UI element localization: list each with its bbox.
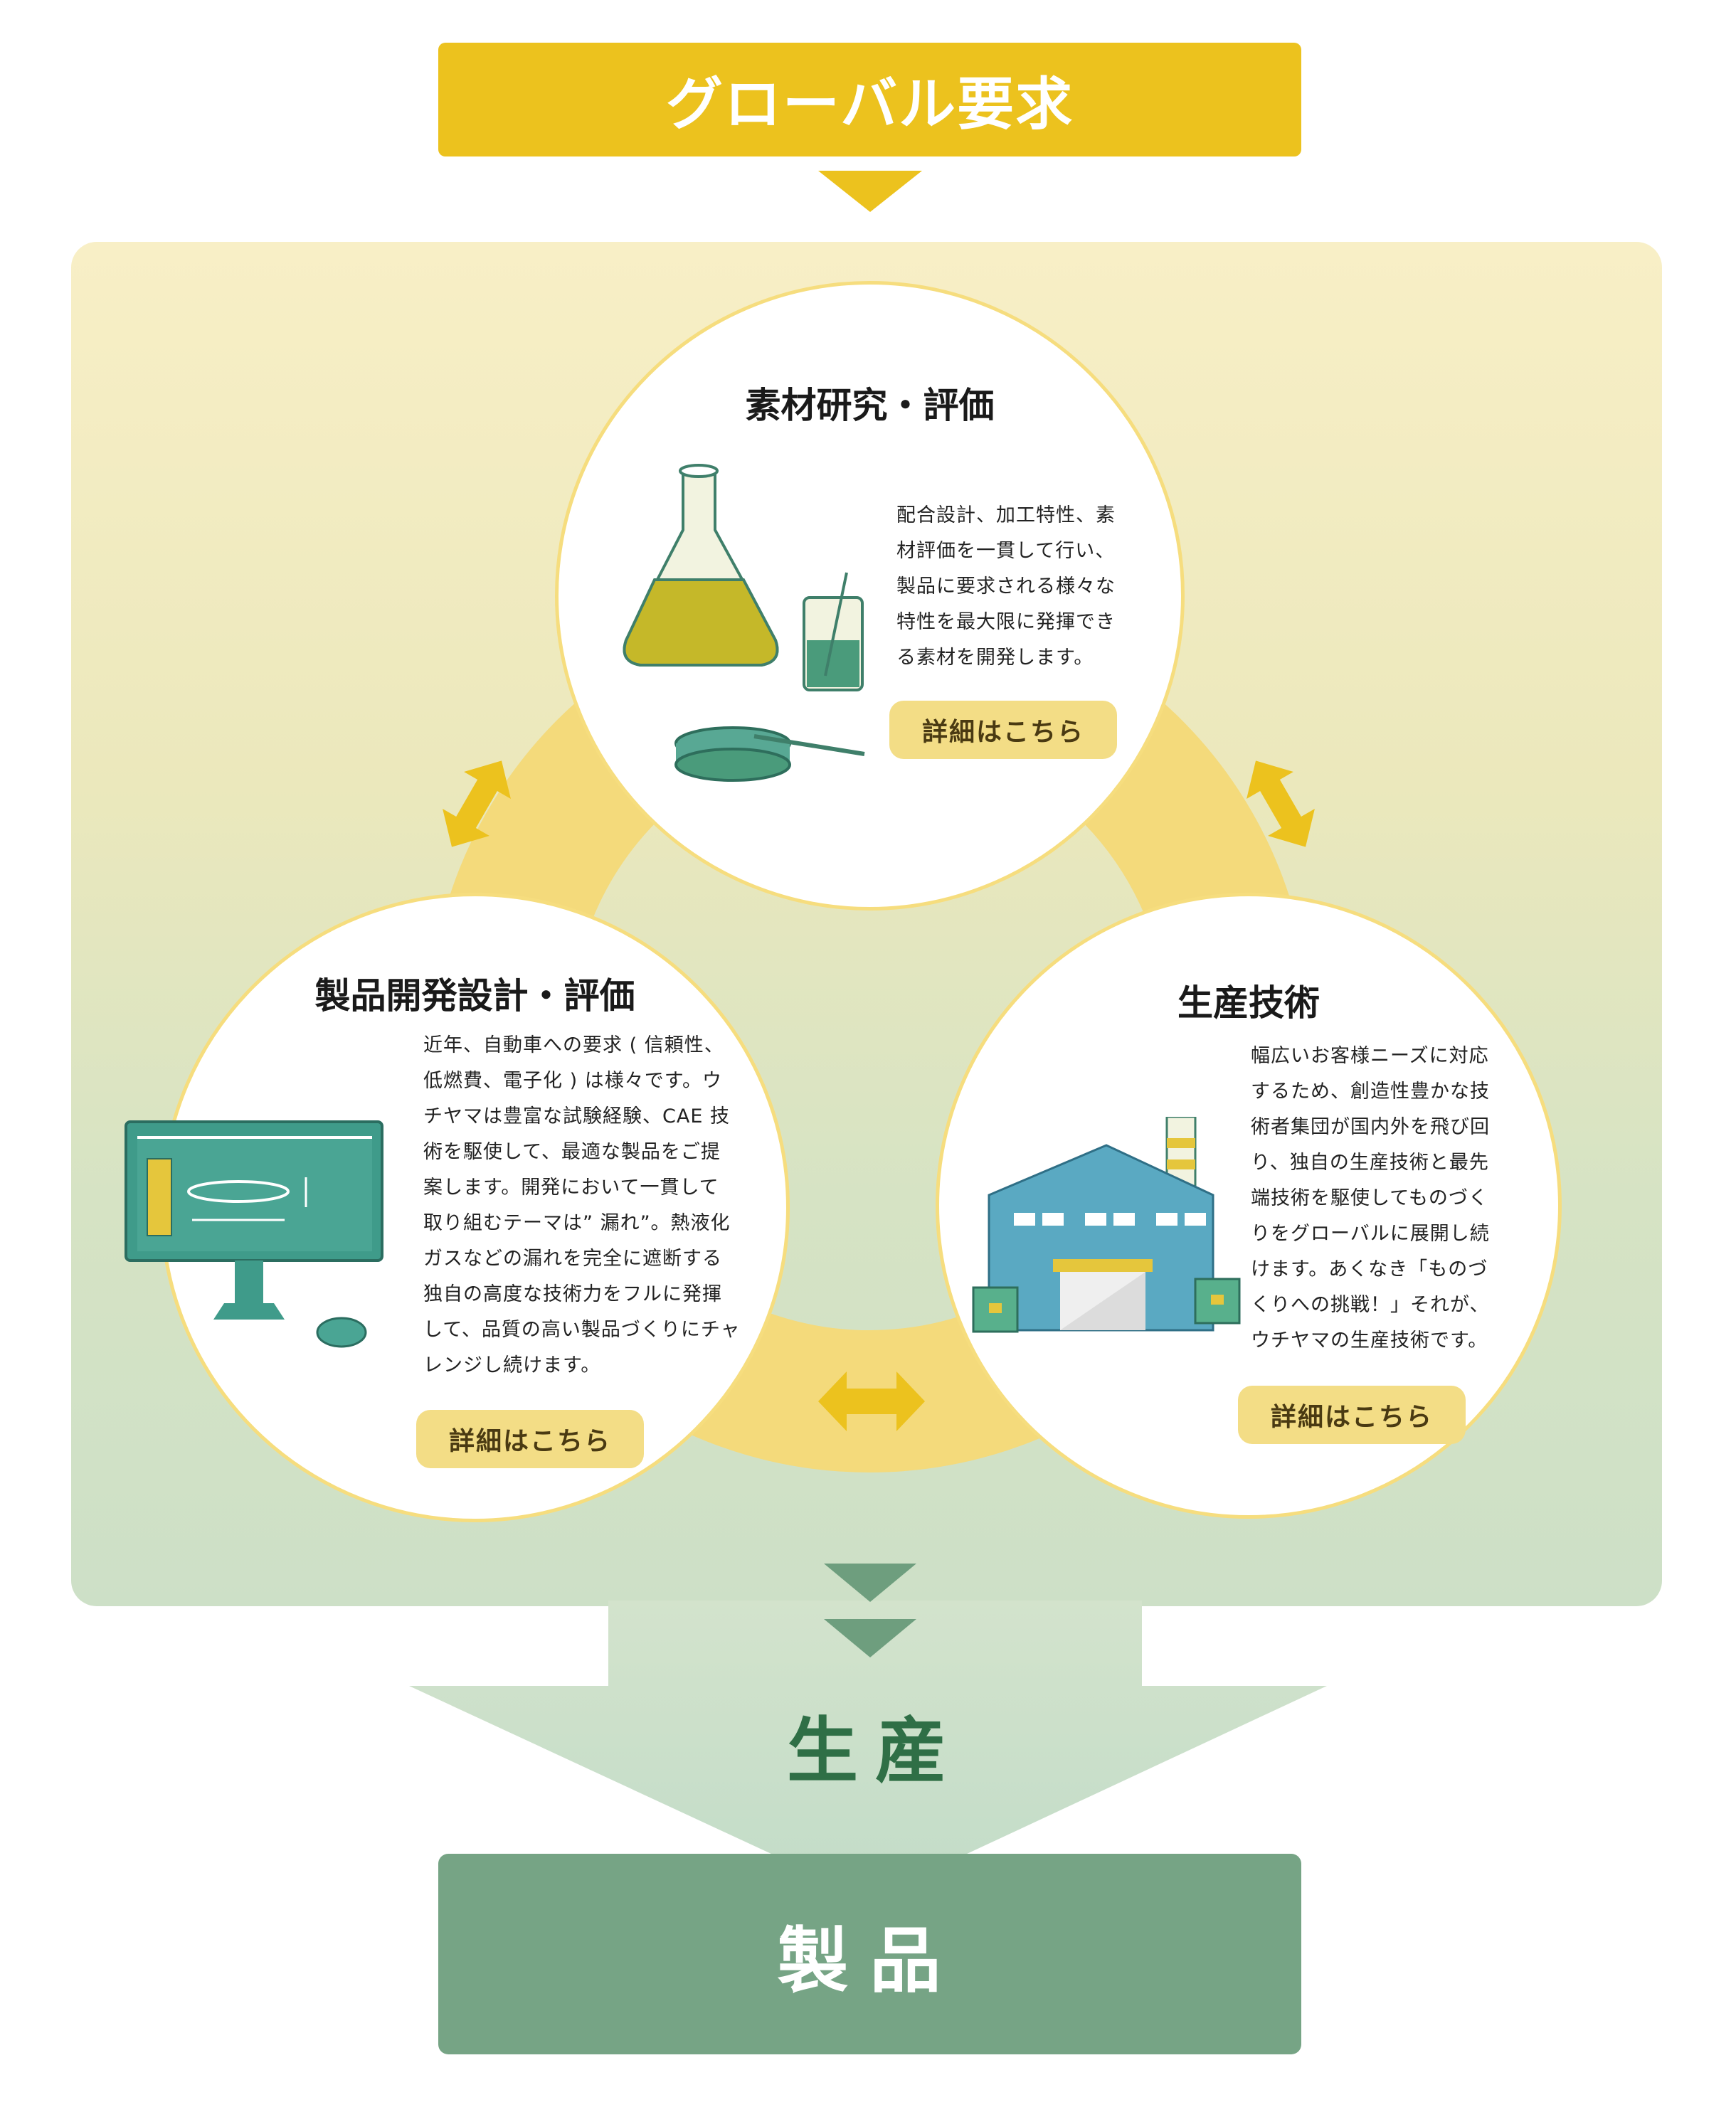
description-line: 低燃費、電子化 ) は様々です。ウ (423, 1070, 722, 1092)
description-line: ガスなどの漏れを完全に遮断する (423, 1248, 722, 1270)
description-line: 配合設計、加工特性、素 (896, 504, 1116, 526)
computer-monitor-icon (125, 1120, 383, 1348)
description-line: 端技術を駆使してものづく (1251, 1187, 1488, 1209)
product-design-details-button[interactable]: 詳細はこちら (416, 1410, 644, 1468)
description-line: 独自の高度な技術力をフルに発揮 (423, 1283, 722, 1305)
description-line: りをグローバルに展開し続 (1251, 1223, 1490, 1245)
factory-icon (972, 1117, 1241, 1333)
material-research-title: 素材研究・評価 (745, 385, 995, 426)
final-product-box: 製品 (438, 1854, 1301, 2054)
production-tech-title: 生産技術 (1177, 982, 1320, 1024)
production-tech-circle: 生産技術 幅広いお客様ニーズに対応 するため、創造性豊かな技 術者集団が国内外を… (936, 893, 1562, 1519)
chevron-down-icon (824, 1619, 916, 1657)
product-design-title: 製品開発設計・評価 (314, 975, 635, 1017)
lab-flask-icon (623, 464, 865, 782)
banner-down-arrow-icon (818, 171, 922, 212)
description-line: 特性を最大限に発揮でき (896, 611, 1116, 633)
description-line: 製品に要求される様々な (896, 575, 1116, 598)
chevron-down-icon (824, 1564, 916, 1602)
global-demand-label: グローバル要求 (665, 71, 1074, 137)
material-research-details-button[interactable]: 詳細はこちら (889, 701, 1117, 759)
production-label: 生産 (787, 1709, 963, 1793)
left-cycle-arrow-icon (443, 760, 511, 847)
description-line: ウチヤマの生産技術です。 (1251, 1330, 1488, 1352)
description-line: 術者集団が国内外を飛び回 (1251, 1116, 1490, 1138)
production-tech-details-button[interactable]: 詳細はこちら (1238, 1386, 1466, 1444)
production-tech-description: 幅広いお客様ニーズに対応 するため、創造性豊かな技 術者集団が国内外を飛び回 り… (1251, 1039, 1535, 1359)
product-design-description: 近年、自動車への要求 ( 信頼性、 低燃費、電子化 ) は様々です。ウ チヤマは… (423, 1028, 765, 1384)
description-line: 取り組むテーマは” 漏れ”。熱液化 (423, 1212, 731, 1234)
global-demand-banner: グローバル要求 (438, 43, 1301, 156)
description-line: するため、創造性豊かな技 (1251, 1081, 1490, 1103)
description-line: り、独自の生産技術と最先 (1251, 1152, 1489, 1174)
material-research-description: 配合設計、加工特性、素 材評価を一貫して行い、 製品に要求される様々な 特性を最… (896, 498, 1153, 676)
description-line: チヤマは豊富な試験経験、CAE 技 (423, 1105, 730, 1127)
description-line: 近年、自動車への要求 ( 信頼性、 (423, 1034, 724, 1056)
description-line: 材評価を一貫して行い、 (896, 540, 1116, 562)
description-line: レンジし続けます。 (423, 1354, 601, 1376)
description-line: くりへの挑戦！」それが、 (1251, 1294, 1490, 1316)
description-line: して、品質の高い製品づくりにチャ (423, 1319, 741, 1341)
description-line: 案します。開発において一貫して (423, 1177, 719, 1199)
description-line: る素材を開発します。 (896, 647, 1094, 669)
right-cycle-arrow-icon (1247, 760, 1315, 847)
material-research-circle: 素材研究・評価 配合設計、加工特性、素 材評価を一貫して行い、 製品に要求される… (555, 281, 1185, 911)
product-design-circle: 製品開発設計・評価 近年、自動車への要求 ( 信頼性、 低燃費、電子化 ) は様… (125, 893, 790, 1522)
bottom-cycle-arrow-icon (818, 1371, 925, 1431)
final-product-label: 製品 (777, 1918, 963, 2002)
description-line: けます。あくなき「ものづ (1251, 1258, 1488, 1280)
production-arrow-shape (409, 1601, 1327, 1899)
description-line: 幅広いお客様ニーズに対応 (1251, 1045, 1489, 1067)
description-line: 術を駆使して、最適な製品をご提 (423, 1141, 721, 1163)
